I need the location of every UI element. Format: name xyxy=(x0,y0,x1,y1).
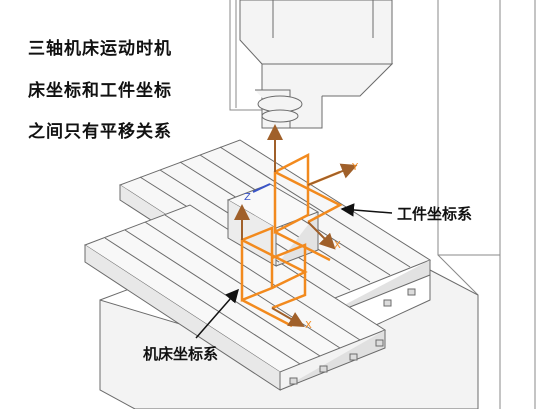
workpiece-z-letter: Z xyxy=(244,192,251,203)
spindle-head xyxy=(239,0,394,129)
machine-coordinate-frame xyxy=(240,226,308,328)
machine-cs-label: 机床坐标系 xyxy=(143,345,219,363)
machine-x-axis-arrow xyxy=(271,307,305,327)
workpiece-callout-arrow xyxy=(340,203,393,217)
caption-line-3: 之间只有平移关系 xyxy=(28,122,172,142)
lower-table xyxy=(83,204,416,391)
caption-line-2: 床坐标和工件坐标 xyxy=(28,81,172,101)
machine-callout-arrow xyxy=(195,288,239,339)
workpiece-y-letter: Y xyxy=(352,162,359,173)
caption-line-1: 三轴机床运动时机 xyxy=(28,39,172,59)
machine-x-letter: X xyxy=(305,320,312,331)
workpiece-y-axis-arrow xyxy=(307,163,358,186)
workpiece-blue-axis xyxy=(252,183,271,193)
workpiece-x-axis-arrow xyxy=(307,221,336,250)
workpiece-x-letter: X xyxy=(334,240,341,251)
workpiece-cs-label: 工件坐标系 xyxy=(397,205,473,223)
